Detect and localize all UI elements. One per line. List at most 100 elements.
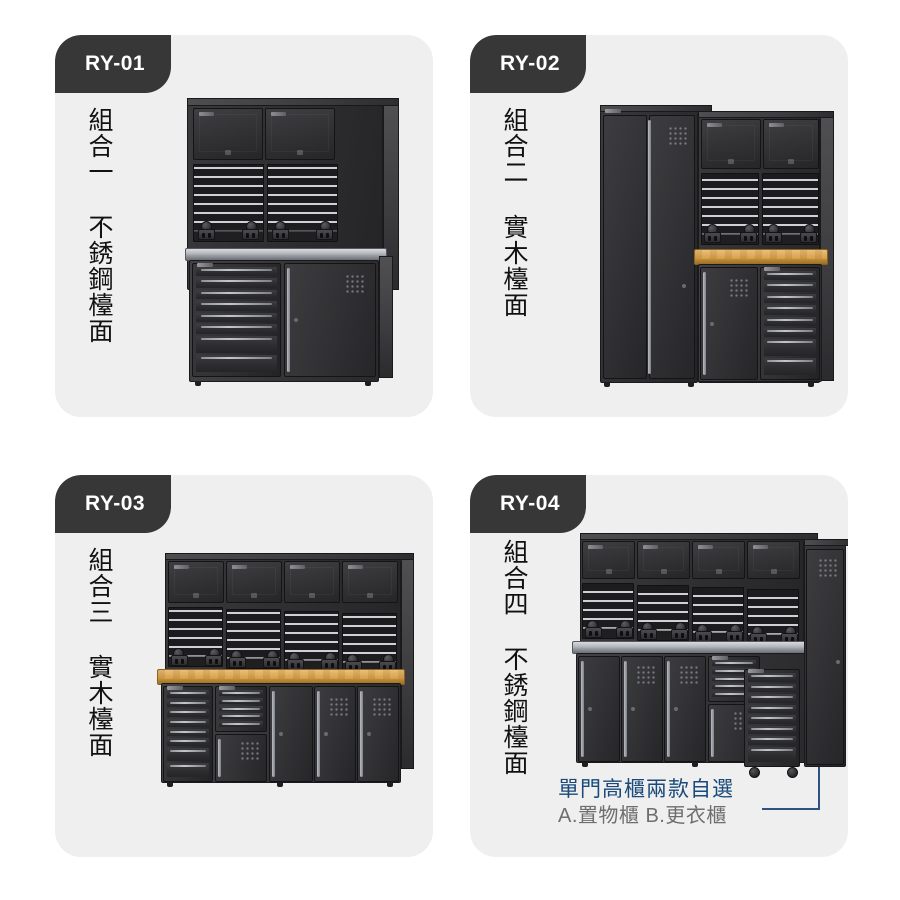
drawer[interactable]	[764, 339, 816, 357]
leveling-foot	[692, 762, 698, 767]
wall-cabinet[interactable]	[193, 108, 263, 160]
drawer[interactable]	[196, 335, 277, 353]
drawer[interactable]	[764, 358, 816, 376]
drawer[interactable]	[712, 691, 756, 697]
drawer-bank[interactable]	[760, 267, 820, 380]
lock-icon	[631, 707, 635, 711]
pegboard-panel	[342, 613, 397, 673]
locker-door[interactable]	[806, 549, 844, 765]
product-illustration-ry-01	[155, 90, 417, 398]
drawer[interactable]	[712, 660, 756, 666]
door-cabinet[interactable]	[664, 656, 706, 762]
drawer[interactable]	[748, 683, 796, 693]
leveling-foot	[195, 381, 201, 386]
locker-door-left[interactable]	[603, 115, 647, 379]
power-outlet-icon	[198, 229, 215, 240]
product-card-ry-03[interactable]: RY-03 組合三 實木檯面	[55, 475, 433, 857]
drawer[interactable]	[196, 324, 277, 334]
drawer[interactable]	[748, 704, 796, 714]
drawer[interactable]	[712, 683, 756, 690]
lock-icon	[324, 732, 328, 736]
drawer[interactable]	[167, 718, 209, 727]
drawer[interactable]	[764, 305, 816, 315]
drawer[interactable]	[712, 667, 756, 674]
drawer[interactable]	[219, 713, 263, 720]
drawer-bank[interactable]	[163, 686, 213, 782]
drawer[interactable]	[219, 721, 263, 727]
door-cabinet[interactable]	[284, 263, 376, 377]
drawer-bank[interactable]	[215, 686, 267, 732]
drawer[interactable]	[196, 267, 277, 277]
drawer[interactable]	[748, 736, 796, 745]
drawer[interactable]	[748, 746, 796, 763]
rolling-tool-cart[interactable]	[744, 669, 800, 767]
drawer[interactable]	[167, 738, 209, 746]
wall-cabinet[interactable]	[582, 541, 635, 579]
drawer[interactable]	[196, 301, 277, 311]
drawer[interactable]	[167, 699, 209, 708]
wood-countertop	[694, 249, 828, 265]
brand-plate-icon	[643, 545, 658, 549]
pegboard-panel	[637, 585, 689, 641]
latch-icon	[251, 593, 257, 598]
vent-holes-icon	[729, 278, 749, 298]
door-cabinet[interactable]	[621, 656, 663, 762]
drawer[interactable]	[748, 725, 796, 735]
drawer[interactable]	[196, 278, 277, 288]
product-caption-vertical: 組合三 實木檯面	[85, 547, 113, 758]
wall-cabinet[interactable]	[265, 108, 335, 160]
door-cabinet[interactable]	[269, 686, 313, 782]
drawer[interactable]	[196, 312, 277, 323]
drawer[interactable]	[196, 354, 277, 372]
drawer-bank[interactable]	[192, 263, 281, 377]
wall-cabinet[interactable]	[692, 541, 745, 579]
pegboard-panel	[193, 164, 264, 242]
brand-plate-icon	[199, 112, 214, 116]
leveling-foot	[582, 762, 588, 767]
drawer[interactable]	[712, 675, 756, 682]
door-cabinet[interactable]	[215, 734, 267, 782]
wall-cabinet[interactable]	[747, 541, 800, 579]
door-cabinet[interactable]	[578, 656, 620, 762]
wall-cabinet[interactable]	[701, 119, 761, 169]
frame-top-face	[187, 98, 399, 106]
product-code-badge: RY-02	[470, 35, 587, 93]
brand-plate-icon	[605, 109, 621, 113]
wall-cabinet[interactable]	[168, 561, 224, 603]
drawer[interactable]	[748, 694, 796, 703]
vent-holes-icon	[240, 741, 260, 761]
drawer[interactable]	[219, 697, 263, 704]
drawer[interactable]	[764, 282, 816, 292]
handle-icon	[703, 272, 706, 375]
drawer[interactable]	[196, 289, 277, 300]
drawer[interactable]	[167, 690, 209, 698]
product-card-ry-01[interactable]: RY-01 組合一 不銹鋼檯面	[55, 35, 433, 417]
door-cabinet[interactable]	[357, 686, 399, 782]
leveling-foot	[277, 782, 283, 787]
product-card-ry-02[interactable]: RY-02 組合二 實木檯面	[470, 35, 848, 417]
drawer[interactable]	[764, 327, 816, 338]
wall-cabinet[interactable]	[284, 561, 340, 603]
drawer[interactable]	[167, 709, 209, 717]
locker-door-right[interactable]	[648, 115, 695, 379]
drawer[interactable]	[167, 728, 209, 737]
power-outlet-icon	[205, 655, 222, 666]
drawer[interactable]	[219, 705, 263, 712]
drawer[interactable]	[764, 316, 816, 326]
drawer[interactable]	[764, 293, 816, 304]
product-card-ry-04[interactable]: RY-04 組合四 不銹鋼檯面	[470, 475, 848, 857]
drawer[interactable]	[748, 673, 796, 682]
vent-holes-icon	[679, 665, 699, 685]
drawer[interactable]	[764, 271, 816, 281]
wall-cabinet[interactable]	[763, 119, 819, 169]
drawer[interactable]	[219, 690, 263, 696]
drawer[interactable]	[167, 747, 209, 762]
door-cabinet[interactable]	[700, 267, 758, 380]
wall-cabinet[interactable]	[637, 541, 690, 579]
wall-cabinet[interactable]	[342, 561, 398, 603]
drawer[interactable]	[748, 715, 796, 724]
drawer[interactable]	[167, 763, 209, 777]
door-cabinet[interactable]	[314, 686, 356, 782]
wall-cabinet[interactable]	[226, 561, 282, 603]
